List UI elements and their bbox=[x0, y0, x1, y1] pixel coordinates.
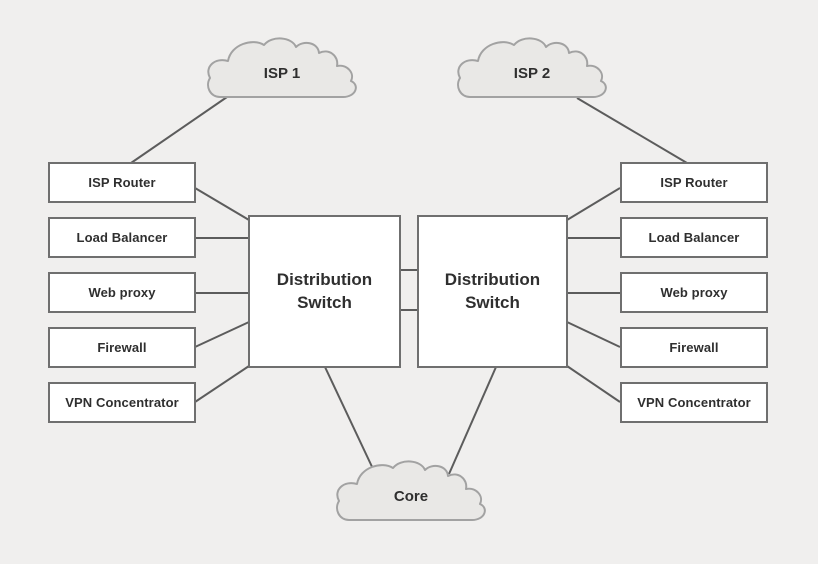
left-load-balancer-label: Load Balancer bbox=[76, 230, 168, 245]
core-cloud-label: Core bbox=[393, 488, 429, 505]
right-firewall-label: Firewall bbox=[669, 340, 719, 355]
link-right-switch-to-core bbox=[448, 366, 497, 475]
distribution-switch-right-label: Distribution Switch bbox=[444, 270, 541, 312]
link-isp2-to-right-isp-router bbox=[576, 97, 688, 164]
link-left-switch-to-core bbox=[324, 366, 375, 472]
isp1-cloud-label: ISP 1 bbox=[263, 65, 301, 82]
left-web-proxy-label: Web proxy bbox=[88, 285, 156, 300]
right-web-proxy-node: Web proxy bbox=[620, 272, 768, 313]
link-right-switch-to-right-firewall bbox=[566, 321, 621, 348]
right-web-proxy-label: Web proxy bbox=[660, 285, 728, 300]
isp2-cloud-node: ISP 2 bbox=[456, 37, 622, 99]
left-isp-router-label: ISP Router bbox=[88, 175, 156, 190]
left-load-balancer-node: Load Balancer bbox=[48, 217, 196, 258]
right-load-balancer-label: Load Balancer bbox=[648, 230, 740, 245]
right-vpn-concentrator-node: VPN Concentrator bbox=[620, 382, 768, 423]
isp1-cloud-node: ISP 1 bbox=[206, 37, 372, 99]
right-isp-router-label: ISP Router bbox=[660, 175, 728, 190]
link-left-firewall-to-left-switch bbox=[194, 321, 250, 348]
distribution-switch-right: Distribution Switch bbox=[417, 215, 568, 368]
link-right-switch-to-right-isp-router bbox=[566, 187, 621, 221]
right-vpn-concentrator-label: VPN Concentrator bbox=[637, 395, 751, 410]
cloud-icon bbox=[207, 37, 357, 98]
core-cloud-node: Core bbox=[335, 460, 501, 522]
left-firewall-node: Firewall bbox=[48, 327, 196, 368]
right-isp-router-node: ISP Router bbox=[620, 162, 768, 203]
cloud-icon bbox=[457, 37, 607, 98]
cloud-icon bbox=[336, 460, 486, 521]
isp2-cloud-label: ISP 2 bbox=[513, 65, 551, 82]
link-isp1-to-left-isp-router bbox=[130, 96, 228, 164]
link-left-vpn-to-left-switch bbox=[194, 365, 250, 403]
link-left-isp-router-to-left-switch bbox=[194, 187, 250, 221]
link-right-switch-to-right-vpn bbox=[566, 365, 621, 403]
right-load-balancer-node: Load Balancer bbox=[620, 217, 768, 258]
left-vpn-concentrator-node: VPN Concentrator bbox=[48, 382, 196, 423]
distribution-switch-left: Distribution Switch bbox=[248, 215, 401, 368]
left-firewall-label: Firewall bbox=[97, 340, 147, 355]
left-web-proxy-node: Web proxy bbox=[48, 272, 196, 313]
distribution-switch-left-label: Distribution Switch bbox=[276, 270, 373, 312]
left-vpn-concentrator-label: VPN Concentrator bbox=[65, 395, 179, 410]
left-isp-router-node: ISP Router bbox=[48, 162, 196, 203]
right-firewall-node: Firewall bbox=[620, 327, 768, 368]
